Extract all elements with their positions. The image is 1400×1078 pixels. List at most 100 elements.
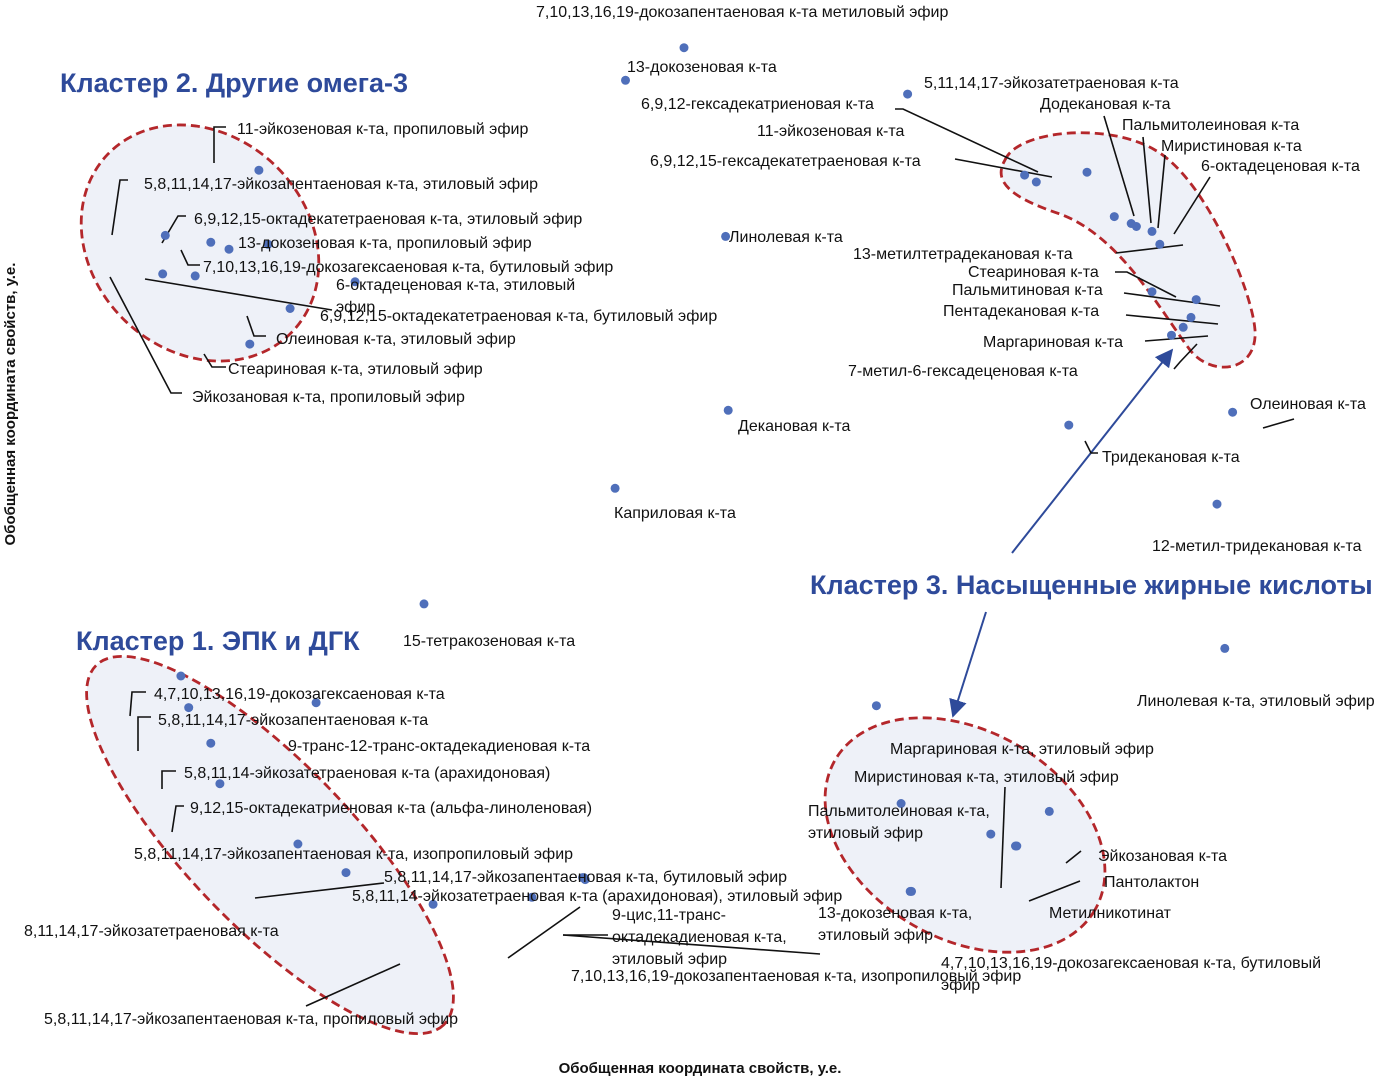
label-p36: 9-транс-12-транс-октадекадиеновая к-та [288,738,590,755]
point-p38 [215,779,225,789]
leader-p54 [562,934,821,955]
label-p30: Олеиновая к-та, этиловый эфир [276,331,516,348]
label-p3: 5,11,14,17-эйкозатетраеновая к-та [924,75,1179,92]
point-p42 [527,892,537,902]
point-p34 [176,671,186,681]
point-p49 [1044,806,1054,816]
label-p13: Пальмитиновая к-та [952,282,1103,299]
point-p47 [896,799,906,808]
point-p36 [311,698,321,708]
leader-p30 [246,315,266,337]
point-p39 [293,839,303,849]
label-p21: Тридекановая к-та [1102,449,1240,466]
leader-p10 [1173,176,1211,235]
point-p1 [679,43,689,53]
data-points [158,43,1238,909]
leader-p41 [305,963,401,1007]
label-p54: 7,10,13,16,19-докозапентаеновая к-та, из… [571,968,1021,985]
leader-p48 [1000,786,1006,889]
leader-p26 [180,249,200,266]
label-p23: 11-эйкозеновая к-та, пропиловый эфир [237,121,528,138]
point-p25 [206,237,216,247]
point-p29 [190,271,200,281]
label-p51: Метилникотинат [1049,905,1172,922]
label-p34: 4,7,10,13,16,19-докозагексаеновая к-та [154,686,445,703]
y-axis-title: Обобщенная координата свойств, у.е. [2,263,19,546]
label-p49: Эйкозановая к-та [1098,848,1227,865]
point-p16 [1167,330,1176,340]
cluster-title-c1: Кластер 1. ЭПК и ДГК [76,626,360,656]
label-p47-line-2: этиловый эфир [808,825,923,842]
leader-p29 [144,278,333,311]
point-p7 [1109,212,1119,222]
point-p17 [721,231,731,241]
label-p52-line-1: 13-докозеновая к-та, [818,905,972,922]
point-p4 [1020,170,1030,180]
point-p33 [419,599,429,609]
label-p12: Стеариновая к-та [968,264,1099,281]
point-p28 [350,277,360,287]
point-p45 [1220,643,1230,653]
label-p7: Додекановая к-та [1040,96,1171,113]
point-p27 [263,239,273,249]
label-p2: 13-докозеновая к-та [627,59,777,76]
label-p25: 6,9,12,15-октадекатетраеновая к-та, этил… [194,211,582,228]
point-p13 [1191,295,1201,305]
leader-p38 [171,805,184,833]
leader-p7 [1103,115,1135,217]
label-p26: 7,10,13,16,19-докозагексаеновая к-та, бу… [203,259,613,276]
point-p41 [428,899,438,909]
label-p33: 15-тетракозеновая к-та [403,633,575,650]
point-p51 [1011,841,1020,851]
leader-p35 [137,716,151,751]
label-p5: 6,9,12,15-гексадекатетраеновая к-та [650,153,921,170]
leader-p31 [203,353,226,368]
leader-p8 [1142,136,1152,224]
label-p50: Пантолактон [1104,874,1199,891]
point-labels: 7,10,13,16,19-докозапентаеновая к-та мет… [24,4,1375,1028]
leader-p43 [507,906,581,959]
point-p30 [285,304,295,313]
label-p46: Маргариновая к-та, этиловый эфир [890,741,1154,758]
point-p9 [1131,222,1141,231]
point-p24 [160,230,170,240]
leader-p9 [1157,154,1166,229]
label-p31: Стеариновая к-та, этиловый эфир [228,361,483,378]
point-p54 [578,873,588,883]
point-p19 [610,483,620,493]
leader-p23 [213,126,226,163]
cluster-3-outline-lower [823,716,1107,954]
label-p20: Олеиновая к-та [1250,396,1366,413]
leader-p37 [161,770,176,789]
point-p18 [723,405,733,415]
label-p45: Линолевая к-та, этиловый эфир [1137,693,1375,710]
label-p44-line-3: этиловый эфир [612,951,727,968]
label-p47-line-1: Пальмитолеиновая к-та, [808,803,990,820]
label-p19: Каприловая к-та [614,505,736,522]
cluster-3-arrow-up [1011,348,1174,554]
label-p52-line-2: этиловый эфир [818,927,933,944]
label-p24: 5,8,11,14,17-эйкозапентаеновая к-та, эти… [144,176,538,193]
leader-p49 [1065,850,1082,864]
cluster-3-outline-upper [999,131,1257,369]
point-p3 [903,89,913,99]
label-p14: Пентадекановая к-та [943,303,1099,320]
leader-p15 [1144,335,1209,342]
label-p9: Миристиновая к-та [1161,138,1302,155]
leader-p14 [1125,314,1219,325]
leader-p5 [954,158,1053,178]
leader-p11 [1115,244,1184,254]
label-p8: Пальмитолеиновая к-та [1122,117,1299,134]
label-p17: Линолевая к-та [729,229,843,246]
label-p41: 5,8,11,14,17-эйкозапентаеновая к-та, про… [44,1011,458,1028]
leader-p24 [111,179,128,236]
label-p42: 5,8,11,14,17-эйкозапентаеновая к-та, бут… [384,869,787,886]
point-p35 [184,703,194,713]
point-p31 [245,339,255,349]
cluster-2-outline [79,123,321,363]
leader-p34 [129,691,146,717]
label-p1: 7,10,13,16,19-докозапентаеновая к-та мет… [536,4,948,21]
label-p44-line-2: октадекадиеновая к-та, [612,929,787,946]
